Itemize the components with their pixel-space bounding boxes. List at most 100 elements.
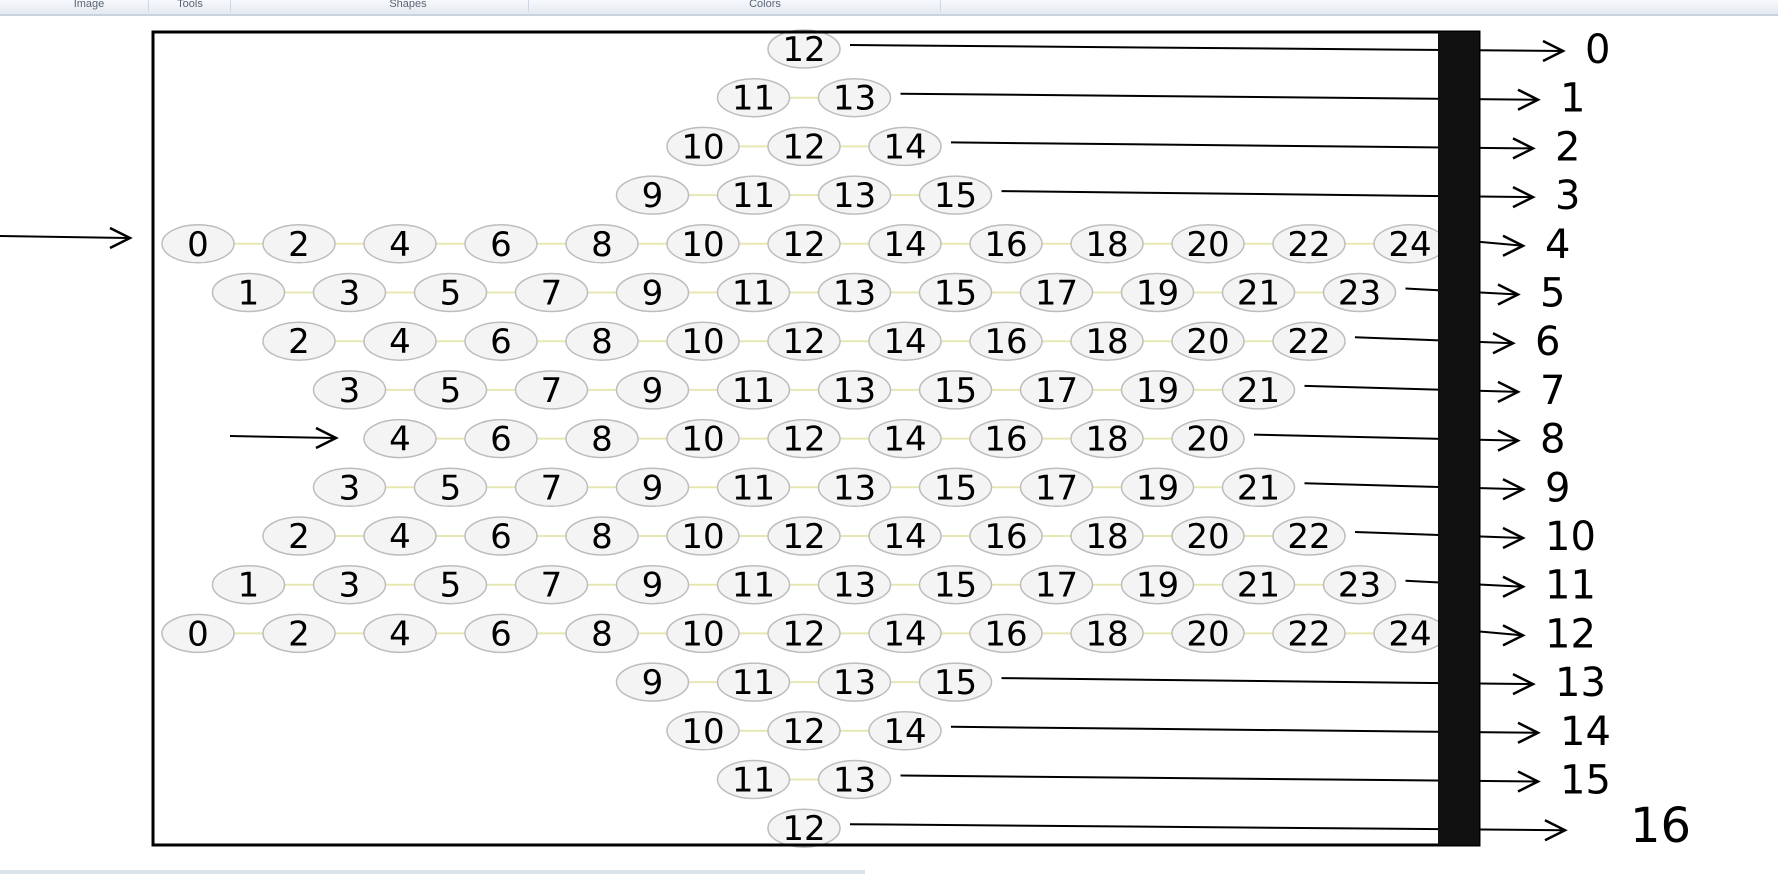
hole-number: 5 [440, 468, 462, 508]
board-hole [1120, 467, 1195, 508]
hole-number: 3 [339, 468, 361, 508]
hole-number: 1 [238, 566, 260, 606]
board-hole [1272, 516, 1346, 556]
hole-number: 12 [782, 127, 825, 167]
arrow-head [1497, 380, 1521, 404]
hole-number: 11 [732, 566, 775, 606]
board-hole [1221, 467, 1296, 508]
hole-number: 13 [833, 79, 876, 119]
board-hole [868, 321, 942, 361]
board-hole [918, 467, 993, 508]
arrow-head [1517, 88, 1541, 111]
right-edge-bar [1438, 32, 1479, 845]
board-hole [615, 662, 690, 702]
hole-number: 3 [339, 371, 361, 411]
board-hole [817, 662, 892, 702]
arrow-head [109, 226, 133, 250]
board-hole [1019, 467, 1094, 508]
row-index-number: 10 [1545, 514, 1596, 560]
board-hole [312, 467, 387, 508]
hole-number: 8 [591, 420, 613, 460]
left-arrow-top [0, 235, 129, 239]
hole-number: 12 [782, 809, 825, 849]
board-hole [1221, 564, 1296, 605]
hole-number: 18 [1085, 614, 1128, 654]
hole-number: 21 [1237, 274, 1280, 314]
hole-number: 17 [1035, 566, 1078, 606]
board-hole [464, 321, 538, 361]
board-hole [767, 224, 841, 264]
hole-number: 15 [934, 468, 977, 508]
hole-number: 14 [883, 322, 926, 362]
board-hole [464, 224, 538, 264]
board-hole [918, 370, 993, 410]
board-hole [363, 613, 437, 654]
hole-number: 0 [187, 614, 209, 654]
arrow-head [1502, 575, 1526, 598]
board-hole [817, 759, 892, 800]
board-hole [969, 224, 1043, 264]
hole-number: 11 [732, 468, 775, 508]
board-hole [969, 516, 1043, 556]
ribbon-group-image[interactable]: Image [30, 0, 149, 12]
hole-number: 10 [681, 712, 724, 752]
hole-number: 16 [984, 614, 1027, 654]
board-hole [363, 516, 437, 556]
hole-number: 15 [934, 566, 977, 606]
hole-number: 7 [541, 468, 563, 508]
board-hole [1171, 613, 1245, 654]
board-hole [565, 516, 639, 556]
ribbon-group-label: Shapes [389, 0, 427, 10]
board-hole [716, 272, 791, 313]
board-hole [868, 224, 942, 264]
arrow-head [1517, 721, 1541, 744]
board-hole [666, 321, 740, 361]
hole-number: 9 [642, 371, 664, 411]
board-hole [666, 224, 740, 264]
hole-number: 20 [1186, 614, 1229, 654]
hole-number: 22 [1287, 322, 1330, 362]
hole-number: 14 [883, 712, 926, 752]
board-hole [918, 662, 993, 702]
horizontal-scrollbar[interactable] [0, 870, 865, 874]
hole-number: 5 [440, 371, 462, 411]
hole-number: 13 [833, 663, 876, 703]
row-index-number: 3 [1555, 173, 1580, 219]
board-hole [767, 711, 841, 751]
ribbon-group-label: Tools [177, 0, 203, 10]
row-index-number: 6 [1535, 319, 1560, 365]
board-hole [1272, 321, 1346, 361]
hole-number: 7 [541, 371, 563, 411]
row-index-number: 2 [1555, 124, 1580, 170]
ribbon-group-shapes[interactable]: Shapes [288, 0, 529, 12]
board-hole [868, 126, 942, 167]
board-hole [363, 321, 437, 361]
row-arrow [950, 141, 1534, 150]
board-hole [666, 711, 740, 751]
board-hole [312, 370, 387, 410]
hole-number: 15 [934, 176, 977, 216]
arrow-head [1502, 234, 1526, 257]
board-hole [615, 175, 690, 215]
hole-number: 3 [339, 274, 361, 314]
hole-number: 23 [1338, 274, 1381, 314]
ribbon-group-tools[interactable]: Tools [150, 0, 231, 12]
board-hole [1070, 321, 1144, 361]
hole-number: 5 [440, 274, 462, 314]
board-hole [413, 564, 488, 605]
arrow-head [1497, 429, 1521, 452]
row-index-number: 13 [1555, 660, 1606, 706]
side-arrows [0, 226, 339, 450]
ribbon-group-colors[interactable]: Colors [590, 0, 941, 12]
hole-number: 10 [681, 225, 724, 265]
board-hole [262, 613, 336, 654]
board-hole [565, 321, 639, 361]
board-hole [767, 808, 841, 848]
board-hole [363, 418, 437, 459]
board-hole [666, 516, 740, 556]
hole-number: 17 [1035, 468, 1078, 508]
row-index-number: 16 [1630, 798, 1691, 854]
